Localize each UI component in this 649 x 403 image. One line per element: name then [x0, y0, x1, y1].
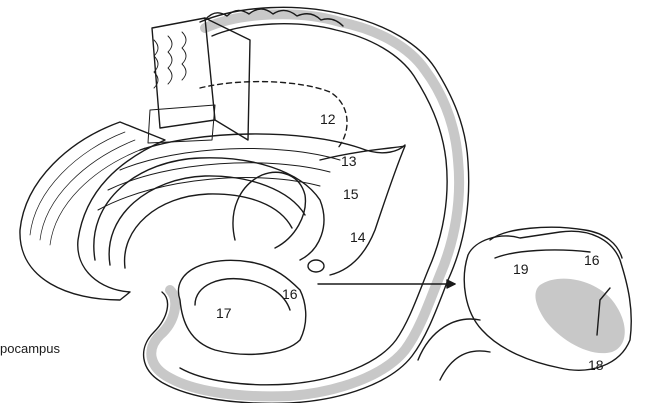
label-18: 18	[588, 358, 604, 372]
arched-tract-2	[109, 176, 305, 265]
label-17: 17	[216, 306, 232, 320]
uncus	[233, 172, 305, 248]
inset-gray-region	[535, 279, 624, 354]
label-16-inset: 16	[584, 253, 600, 267]
ventricle-wall	[320, 146, 405, 275]
label-16-main: 16	[282, 287, 298, 301]
pointer-arrow-head	[447, 280, 455, 288]
cut-block	[152, 18, 215, 128]
cut-block-hatching	[154, 32, 186, 88]
hippocampus	[178, 260, 305, 354]
label-14: 14	[350, 230, 366, 244]
inset-top-band	[490, 227, 622, 258]
hippocampus-inner	[195, 279, 290, 310]
hemisphere-inner-outline	[180, 24, 447, 385]
caption-fragment: pocampus	[0, 342, 60, 355]
label-15: 15	[343, 187, 359, 201]
label-12: 12	[320, 112, 336, 126]
arched-tract-3	[125, 194, 292, 268]
label-13: 13	[341, 154, 357, 168]
left-curved-band-hatching	[30, 132, 145, 245]
pointer-dot	[308, 260, 324, 272]
arched-tract-1	[94, 158, 324, 260]
fornix-outer	[140, 134, 405, 153]
label-19: 19	[513, 262, 529, 276]
